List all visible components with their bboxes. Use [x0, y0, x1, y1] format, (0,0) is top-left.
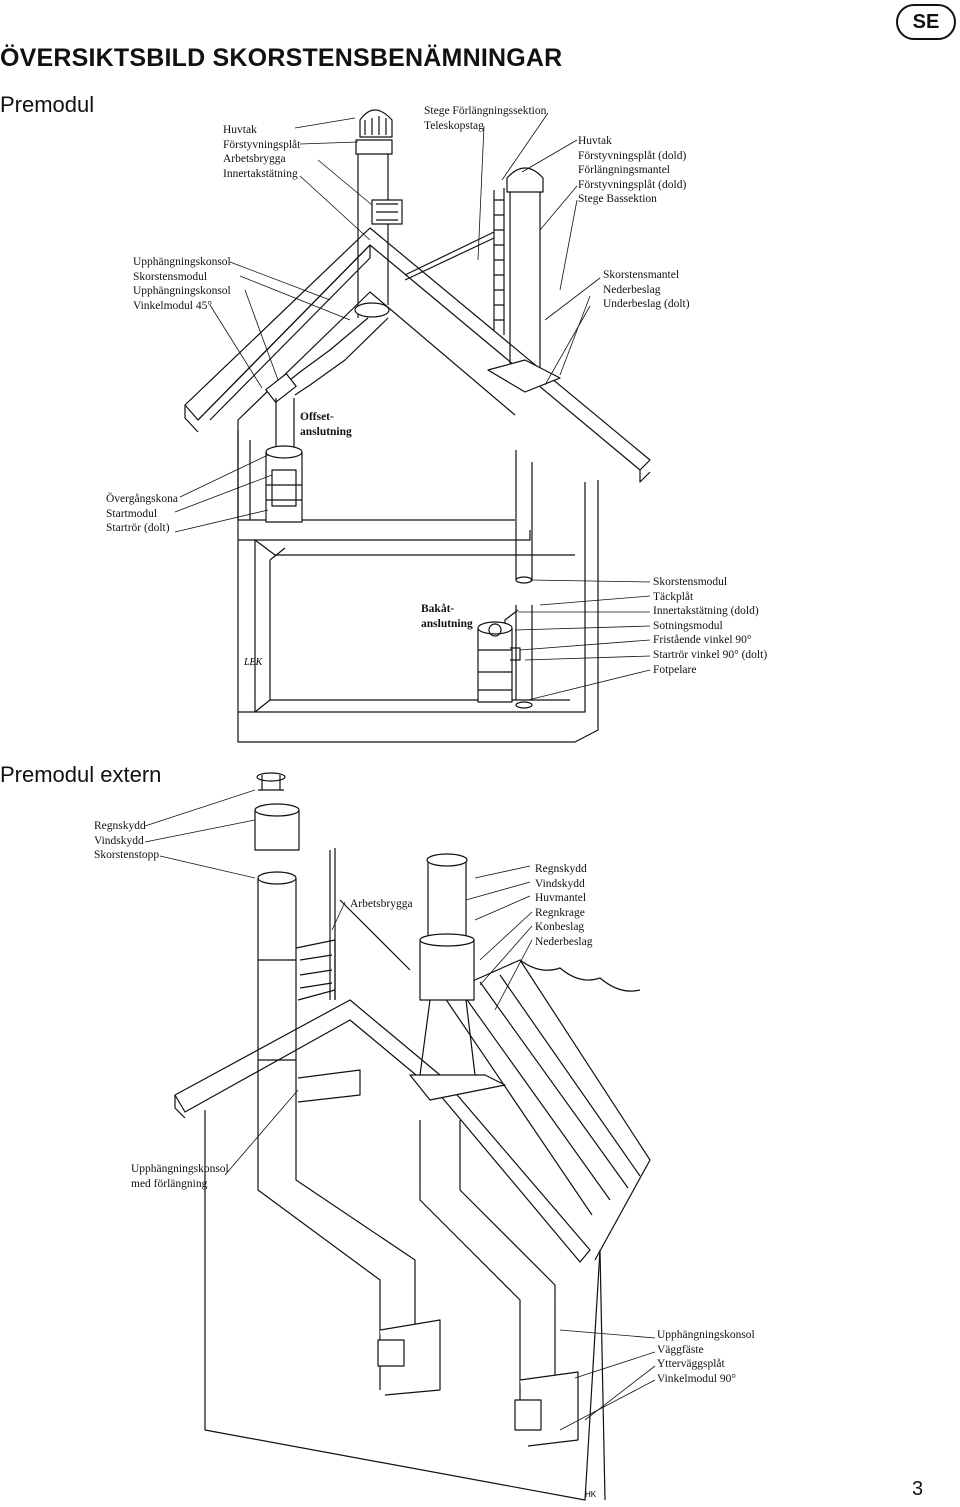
labels-ext-center: Arbetsbrygga: [350, 897, 413, 912]
label: Täckplåt: [653, 590, 694, 603]
labels-top-left: Huvtak Förstyvningsplåt Arbetsbrygga Inn…: [223, 123, 300, 181]
label: Förstyvningsplåt: [223, 138, 301, 151]
label: Upphängningskonsol: [131, 1163, 229, 1175]
label: Fristående vinkel 90°: [653, 634, 752, 647]
page-title: ÖVERSIKTSBILD SKORSTENSBENÄMNINGAR: [0, 44, 563, 72]
label: Vindskydd: [94, 834, 144, 847]
label: Väggfäste: [657, 1343, 704, 1356]
label: Fotpelare: [653, 663, 697, 676]
label: Offset-: [300, 411, 334, 423]
label: Arbetsbrygga: [223, 153, 286, 166]
label: Teleskopstag: [424, 119, 484, 132]
section-heading-premodul: Premodul: [0, 92, 95, 117]
stamp-bottom: HK: [585, 1490, 597, 1499]
label: Huvtak: [578, 135, 612, 147]
label: Skorstensmantel: [603, 269, 680, 281]
label: Nederbeslag: [603, 283, 661, 296]
label: Konbeslag: [535, 921, 585, 934]
label: anslutning: [300, 425, 352, 438]
label: Regnskydd: [94, 820, 146, 832]
label: Stege Förlängningssektion: [424, 105, 547, 117]
label-back: Bakåt- anslutning: [421, 602, 473, 631]
label: Ytterväggsplåt: [657, 1358, 725, 1371]
label: Upphängningskonsol: [133, 256, 231, 268]
labels-low-right: Skorstensmodul Täckplåt Innertakstätning…: [653, 575, 767, 677]
label: Huvtak: [223, 124, 257, 136]
labels-mid-right: Skorstensmantel Nederbeslag Underbeslag …: [603, 268, 690, 312]
stamp-top: LEK: [243, 657, 264, 668]
leader-lines-bottom: [144, 789, 656, 1431]
label: Innertakstätning: [223, 167, 298, 180]
label: Skorstensmodul: [653, 576, 728, 588]
labels-ext-top-left: Regnskydd Vindskydd Skorstenstopp: [94, 819, 159, 863]
language-badge: SE: [896, 4, 956, 40]
page-number: 3: [912, 1478, 924, 1500]
label: Upphängningskonsol: [657, 1329, 755, 1341]
label: Bakåt-: [421, 603, 455, 615]
label: Huvmantel: [535, 892, 587, 905]
labels-mid-left: Upphängningskonsol Skorstensmodul Upphän…: [133, 255, 231, 313]
label: Skorstenstopp: [94, 849, 160, 862]
label: Vinkelmodul 90°: [657, 1372, 736, 1385]
label: Regnkrage: [535, 906, 585, 919]
label: Arbetsbrygga: [350, 898, 413, 910]
label: Förstyvningsplåt (dold): [578, 178, 687, 191]
labels-ext-bottom-left: Upphängningskonsol med förlängning: [131, 1162, 229, 1191]
label: Regnskydd: [535, 863, 587, 875]
label: Skorstensmodul: [133, 270, 208, 283]
house-section-drawing: [184, 109, 651, 743]
label: Nederbeslag: [535, 935, 593, 948]
leader-lines-top: [174, 112, 651, 701]
label: Stege Bassektion: [578, 193, 657, 206]
label: Underbeslag (dolt): [603, 298, 690, 311]
label: Innertakstätning (dold): [653, 605, 759, 618]
labels-low-left: Övergångskona Startmodul Startrör (dolt): [106, 492, 178, 536]
section-heading-premodul-extern: Premodul extern: [0, 762, 162, 787]
label: Startrör vinkel 90° (dolt): [653, 648, 768, 661]
label: Vindskydd: [535, 877, 585, 890]
label: anslutning: [421, 617, 473, 630]
label: Övergångskona: [106, 493, 178, 505]
label: Startmodul: [106, 507, 158, 520]
labels-ext-bottom-right: Upphängningskonsol Väggfäste Ytterväggsp…: [657, 1328, 755, 1386]
label: Upphängningskonsol: [133, 285, 231, 298]
label: med förlängning: [131, 1177, 208, 1190]
external-chimney-drawing: [174, 772, 651, 1501]
label: Förstyvningsplåt (dold): [578, 149, 687, 162]
label: Startrör (dolt): [106, 522, 170, 535]
labels-top-center: Stege Förlängningssektion Teleskopstag: [424, 104, 546, 133]
label: Sotningsmodul: [653, 619, 723, 632]
label: Vinkelmodul 45°: [133, 299, 212, 312]
labels-top-right: Huvtak Förstyvningsplåt (dold) Förlängni…: [578, 134, 686, 207]
label: Förlängningsmantel: [578, 164, 670, 177]
labels-ext-right: Regnskydd Vindskydd Huvmantel Regnkrage …: [535, 862, 592, 950]
label-offset: Offset- anslutning: [300, 410, 352, 439]
